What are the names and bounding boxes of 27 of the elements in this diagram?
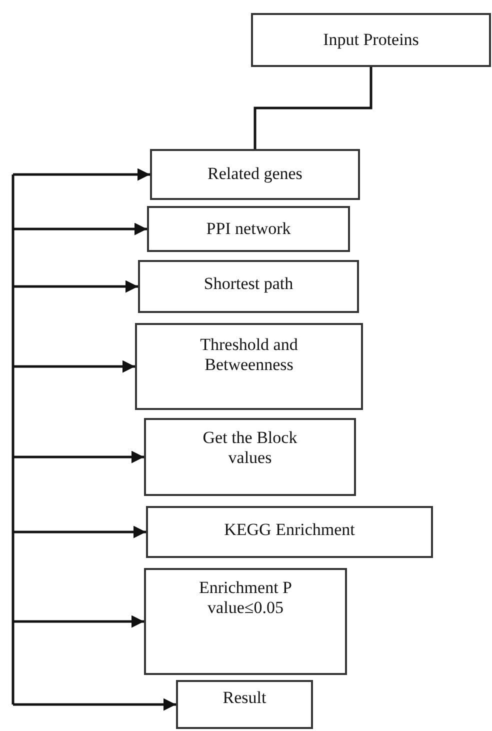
process-box <box>251 13 491 67</box>
arrow <box>13 168 150 181</box>
connector-line <box>254 67 372 149</box>
arrow <box>13 615 144 628</box>
process-box <box>176 680 313 729</box>
process-box <box>144 418 356 496</box>
step-label: Enrichment P value≤0.05 <box>198 578 293 619</box>
arrow <box>13 222 147 236</box>
arrow <box>13 280 138 293</box>
process-box <box>146 506 433 558</box>
process-box <box>138 260 359 313</box>
step-label: Related genes <box>208 164 302 185</box>
step-label: Shortest path <box>204 274 294 294</box>
arrow <box>13 360 135 373</box>
arrow <box>13 526 146 538</box>
arrow <box>13 698 176 711</box>
arrow <box>13 450 144 464</box>
step-label: PPI network <box>206 218 291 240</box>
step-label: KEGG Enrichment <box>224 520 355 540</box>
step-label: Get the Block values <box>202 428 298 469</box>
process-box <box>144 568 347 675</box>
step-label: Result <box>222 688 266 708</box>
process-box <box>150 149 360 200</box>
process-box <box>135 323 363 410</box>
process-box <box>147 206 350 252</box>
step-label: Threshold and Betweenness <box>199 335 299 376</box>
step-label: Input Proteins <box>323 30 419 50</box>
